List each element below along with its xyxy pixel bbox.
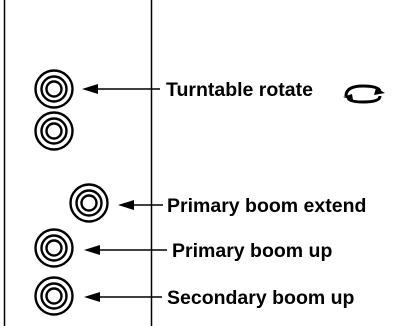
port-4-icon xyxy=(34,228,74,268)
port-2-icon xyxy=(34,111,74,151)
arrow-primary-boom-extend-icon xyxy=(118,200,163,210)
rotate-arrow-icon xyxy=(343,84,385,104)
panel-outline xyxy=(3,0,153,326)
arrow-turntable-rotate-icon xyxy=(82,84,160,94)
label-secondary-boom-up: Secondary boom up xyxy=(167,287,355,309)
arrow-primary-boom-up-icon xyxy=(84,245,167,255)
port-3-icon xyxy=(69,183,109,223)
label-primary-boom-extend: Primary boom extend xyxy=(167,195,366,217)
port-1-icon xyxy=(34,69,74,109)
arrow-secondary-boom-up-icon xyxy=(84,292,162,302)
label-turntable-rotate: Turntable rotate xyxy=(166,79,313,101)
label-primary-boom-up: Primary boom up xyxy=(172,240,332,262)
port-5-icon xyxy=(34,276,74,316)
